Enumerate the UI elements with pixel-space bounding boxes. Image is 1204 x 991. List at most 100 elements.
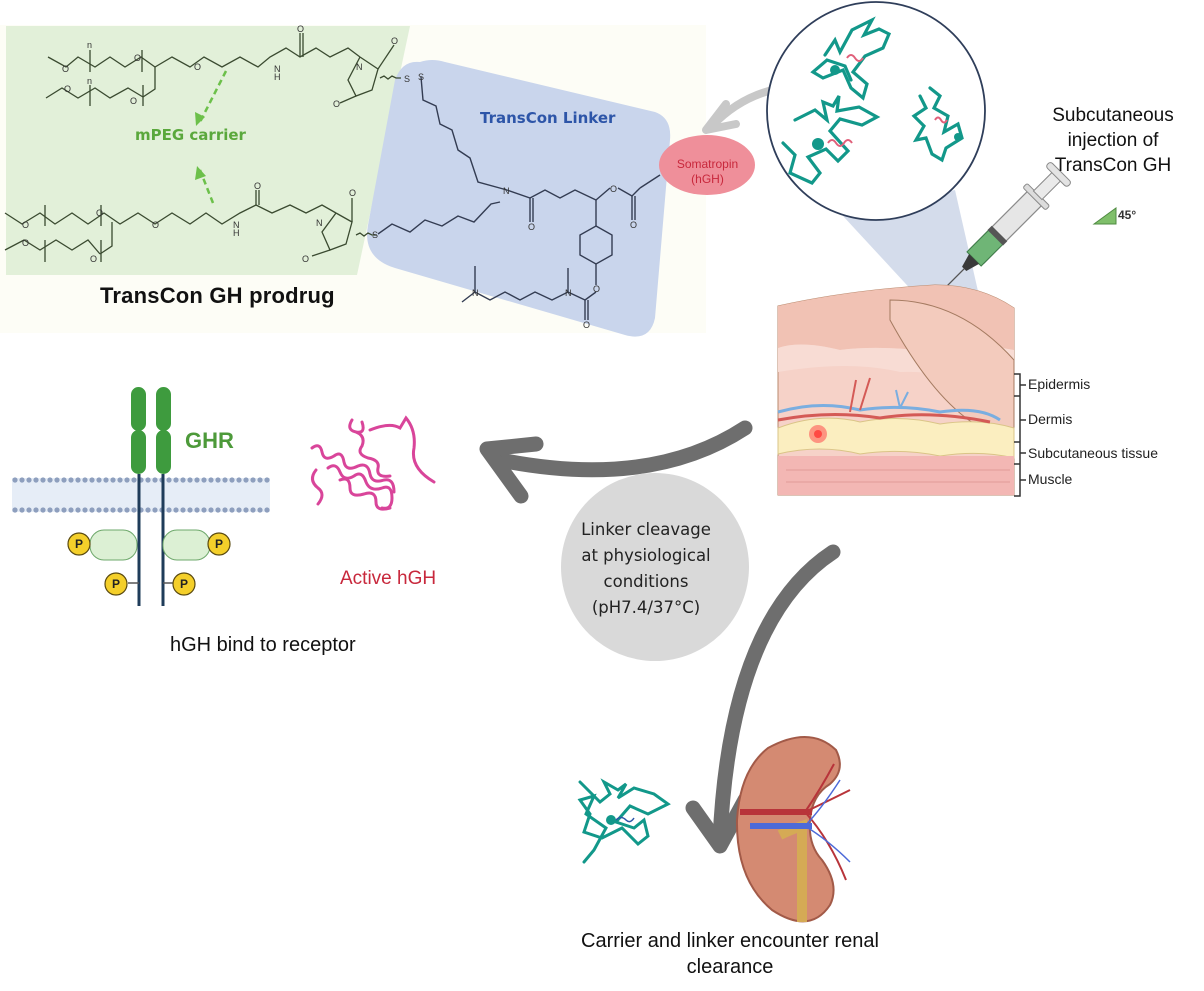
- lipid-head: [236, 477, 242, 483]
- lipid-head: [166, 507, 172, 513]
- lipid-head: [61, 507, 67, 513]
- lipid-head: [103, 477, 109, 483]
- lipid-head: [124, 507, 130, 513]
- polymer-conjugates: [781, 16, 964, 185]
- lipid-head: [215, 507, 221, 513]
- lipid-head: [26, 477, 32, 483]
- lipid-head: [131, 507, 137, 513]
- atom-o: O: [583, 320, 590, 330]
- lipid-head: [68, 507, 74, 513]
- lipid-head: [96, 477, 102, 483]
- lipid-head: [173, 507, 179, 513]
- lipid-head: [222, 477, 228, 483]
- lipid-head: [264, 507, 270, 513]
- polymer-anchor-dot: [606, 815, 616, 825]
- carrier-pointer-arrows: [198, 70, 228, 204]
- lipid-head: [82, 477, 88, 483]
- atom-o: O: [610, 184, 617, 194]
- lipid-head: [201, 507, 207, 513]
- lipid-head: [173, 477, 179, 483]
- ghr-label: GHR: [185, 428, 234, 453]
- atom-h: H: [274, 72, 281, 82]
- lipid-head: [61, 477, 67, 483]
- atom-o: O: [152, 220, 159, 230]
- lipid-head: [19, 507, 25, 513]
- lipid-head: [75, 507, 81, 513]
- linker-structure: [377, 76, 641, 320]
- lipid-head: [12, 477, 18, 483]
- magnified-view-circle: [766, 1, 986, 221]
- lipid-head: [180, 507, 186, 513]
- clearance-arrow: [712, 544, 841, 848]
- atom-o: O: [333, 99, 340, 109]
- atom-n: N: [274, 64, 281, 74]
- cleared-polymer: [577, 778, 671, 864]
- activation-arrow: [492, 420, 753, 478]
- lipid-head: [236, 507, 242, 513]
- mpeg-chain-top: [45, 33, 401, 106]
- atom-o: O: [130, 96, 137, 106]
- atom-o: O: [349, 188, 356, 198]
- layer-brackets: [1014, 373, 1026, 497]
- lipid-head: [243, 477, 249, 483]
- lipid-head: [201, 477, 207, 483]
- atom-o: O: [22, 220, 29, 230]
- linker-cleavage-label: Linker cleavage at physiological conditi…: [581, 520, 711, 617]
- activation-arrowhead: [479, 436, 544, 504]
- lipid-head: [264, 477, 270, 483]
- atom-o: O: [302, 254, 309, 264]
- lipid-head: [40, 507, 46, 513]
- carrier-atom-labels: O O O O O N H O N O O S n n O O O O O N …: [22, 24, 410, 264]
- ghr-receptor: [89, 387, 211, 606]
- lipid-head: [89, 507, 95, 513]
- atom-o: O: [297, 24, 304, 34]
- phosphate-icon: [172, 572, 196, 596]
- arrowhead-down: [195, 112, 205, 126]
- atom-o: O: [593, 284, 600, 294]
- atom-o: O: [391, 36, 398, 46]
- syringe: [901, 162, 1071, 332]
- lipid-head: [166, 477, 172, 483]
- atom-n: N: [565, 288, 572, 298]
- lipid-head: [96, 507, 102, 513]
- layer-label-dermis: Dermis: [1028, 411, 1073, 427]
- lipid-head: [257, 507, 263, 513]
- lipid-head: [12, 507, 18, 513]
- lipid-head: [47, 477, 53, 483]
- lipid-head: [68, 477, 74, 483]
- renal-clearance-caption: Carrier and linker encounter renal clear…: [581, 930, 879, 978]
- lipid-head: [131, 477, 137, 483]
- mpeg-chain-bottom: [4, 190, 377, 262]
- lipid-head: [26, 507, 32, 513]
- lipid-head: [250, 477, 256, 483]
- lipid-head: [19, 477, 25, 483]
- somatropin-payload: [659, 135, 755, 195]
- phosphate-icon: [207, 532, 231, 556]
- atom-o: O: [194, 62, 201, 72]
- lipid-head: [33, 507, 39, 513]
- linker-fragment: [615, 816, 635, 823]
- lipid-head: [208, 477, 214, 483]
- lipid-head: [152, 507, 158, 513]
- lipid-head: [257, 477, 263, 483]
- phosphate-label: P: [75, 537, 83, 551]
- prodrug-title: TransCon GH prodrug: [100, 283, 335, 308]
- atom-n: N: [356, 62, 363, 72]
- atom-o: O: [254, 181, 261, 191]
- lipid-head: [243, 507, 249, 513]
- lipid-head: [229, 507, 235, 513]
- lipid-head: [103, 507, 109, 513]
- lipid-head: [40, 477, 46, 483]
- atom-o: O: [528, 222, 535, 232]
- lipid-head: [180, 477, 186, 483]
- lipid-head: [229, 477, 235, 483]
- phosphate-label: P: [112, 577, 120, 591]
- lipid-head: [89, 477, 95, 483]
- atom-o: O: [22, 238, 29, 248]
- lipid-head: [110, 477, 116, 483]
- atom-o: O: [630, 220, 637, 230]
- atom-o: O: [90, 254, 97, 264]
- transcon-linker-label: TransCon Linker: [480, 109, 616, 127]
- linker-panel: [367, 60, 671, 337]
